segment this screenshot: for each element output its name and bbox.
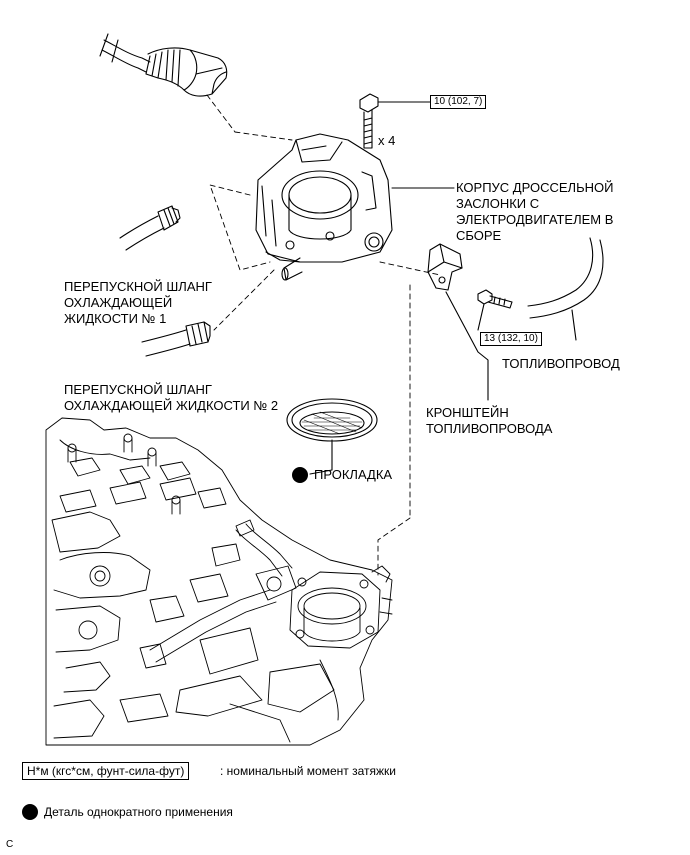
non-reusable-legend-description: Деталь однократного применения xyxy=(44,805,233,819)
torque-legend-description: : номинальный момент затяжки xyxy=(220,764,396,778)
fuel-pipe-label: ТОПЛИВОПРОВОД xyxy=(502,356,620,371)
torque-unit-legend-box: Н*м (кгс*см, фунт-сила-фут) xyxy=(22,762,190,780)
gasket-label: ПРОКЛАДКА xyxy=(314,467,393,482)
bracket-bolt-illustration xyxy=(477,289,513,331)
engine-assembly-illustration xyxy=(45,417,393,746)
bypass-hose-2-label: ПЕРЕПУСКНОЙ ШЛАНГ ОХЛАЖДАЮЩЕЙ ЖИДКОСТИ №… xyxy=(64,382,279,413)
fuel-pipe-illustration xyxy=(527,237,604,341)
throttle-body-illustration xyxy=(255,133,455,281)
bypass-hose-2-illustration xyxy=(141,321,211,357)
fuel-pipe-bracket-illustration xyxy=(427,243,489,401)
fuel-pipe-bracket-label: КРОНШТЕЙН ТОПЛИВОПРОВОДА xyxy=(426,405,553,436)
bypass-hose-1-label: ПЕРЕПУСКНОЙ ШЛАНГ ОХЛАЖДАЮЩЕЙ ЖИДКОСТИ №… xyxy=(64,279,212,326)
throttle-body-bolt-illustration xyxy=(359,93,431,149)
bypass-hose-1-illustration xyxy=(119,205,181,251)
bracket-bolt-torque-box: 13 (132, 10) xyxy=(480,332,542,346)
air-intake-hose-illustration xyxy=(99,33,228,97)
gasket-illustration xyxy=(286,398,378,475)
assembly-guide-lines xyxy=(206,94,441,576)
throttle-body-label: КОРПУС ДРОССЕЛЬНОЙ ЗАСЛОНКИ С ЭЛЕКТРОДВИ… xyxy=(456,180,614,243)
non-reusable-part-icon xyxy=(292,467,308,483)
non-reusable-legend-icon xyxy=(22,804,38,820)
corner-mark: C xyxy=(6,839,14,850)
throttle-bolt-torque-box: 10 (102, 7) xyxy=(430,95,487,109)
bolt-quantity-label: x 4 xyxy=(378,133,396,148)
